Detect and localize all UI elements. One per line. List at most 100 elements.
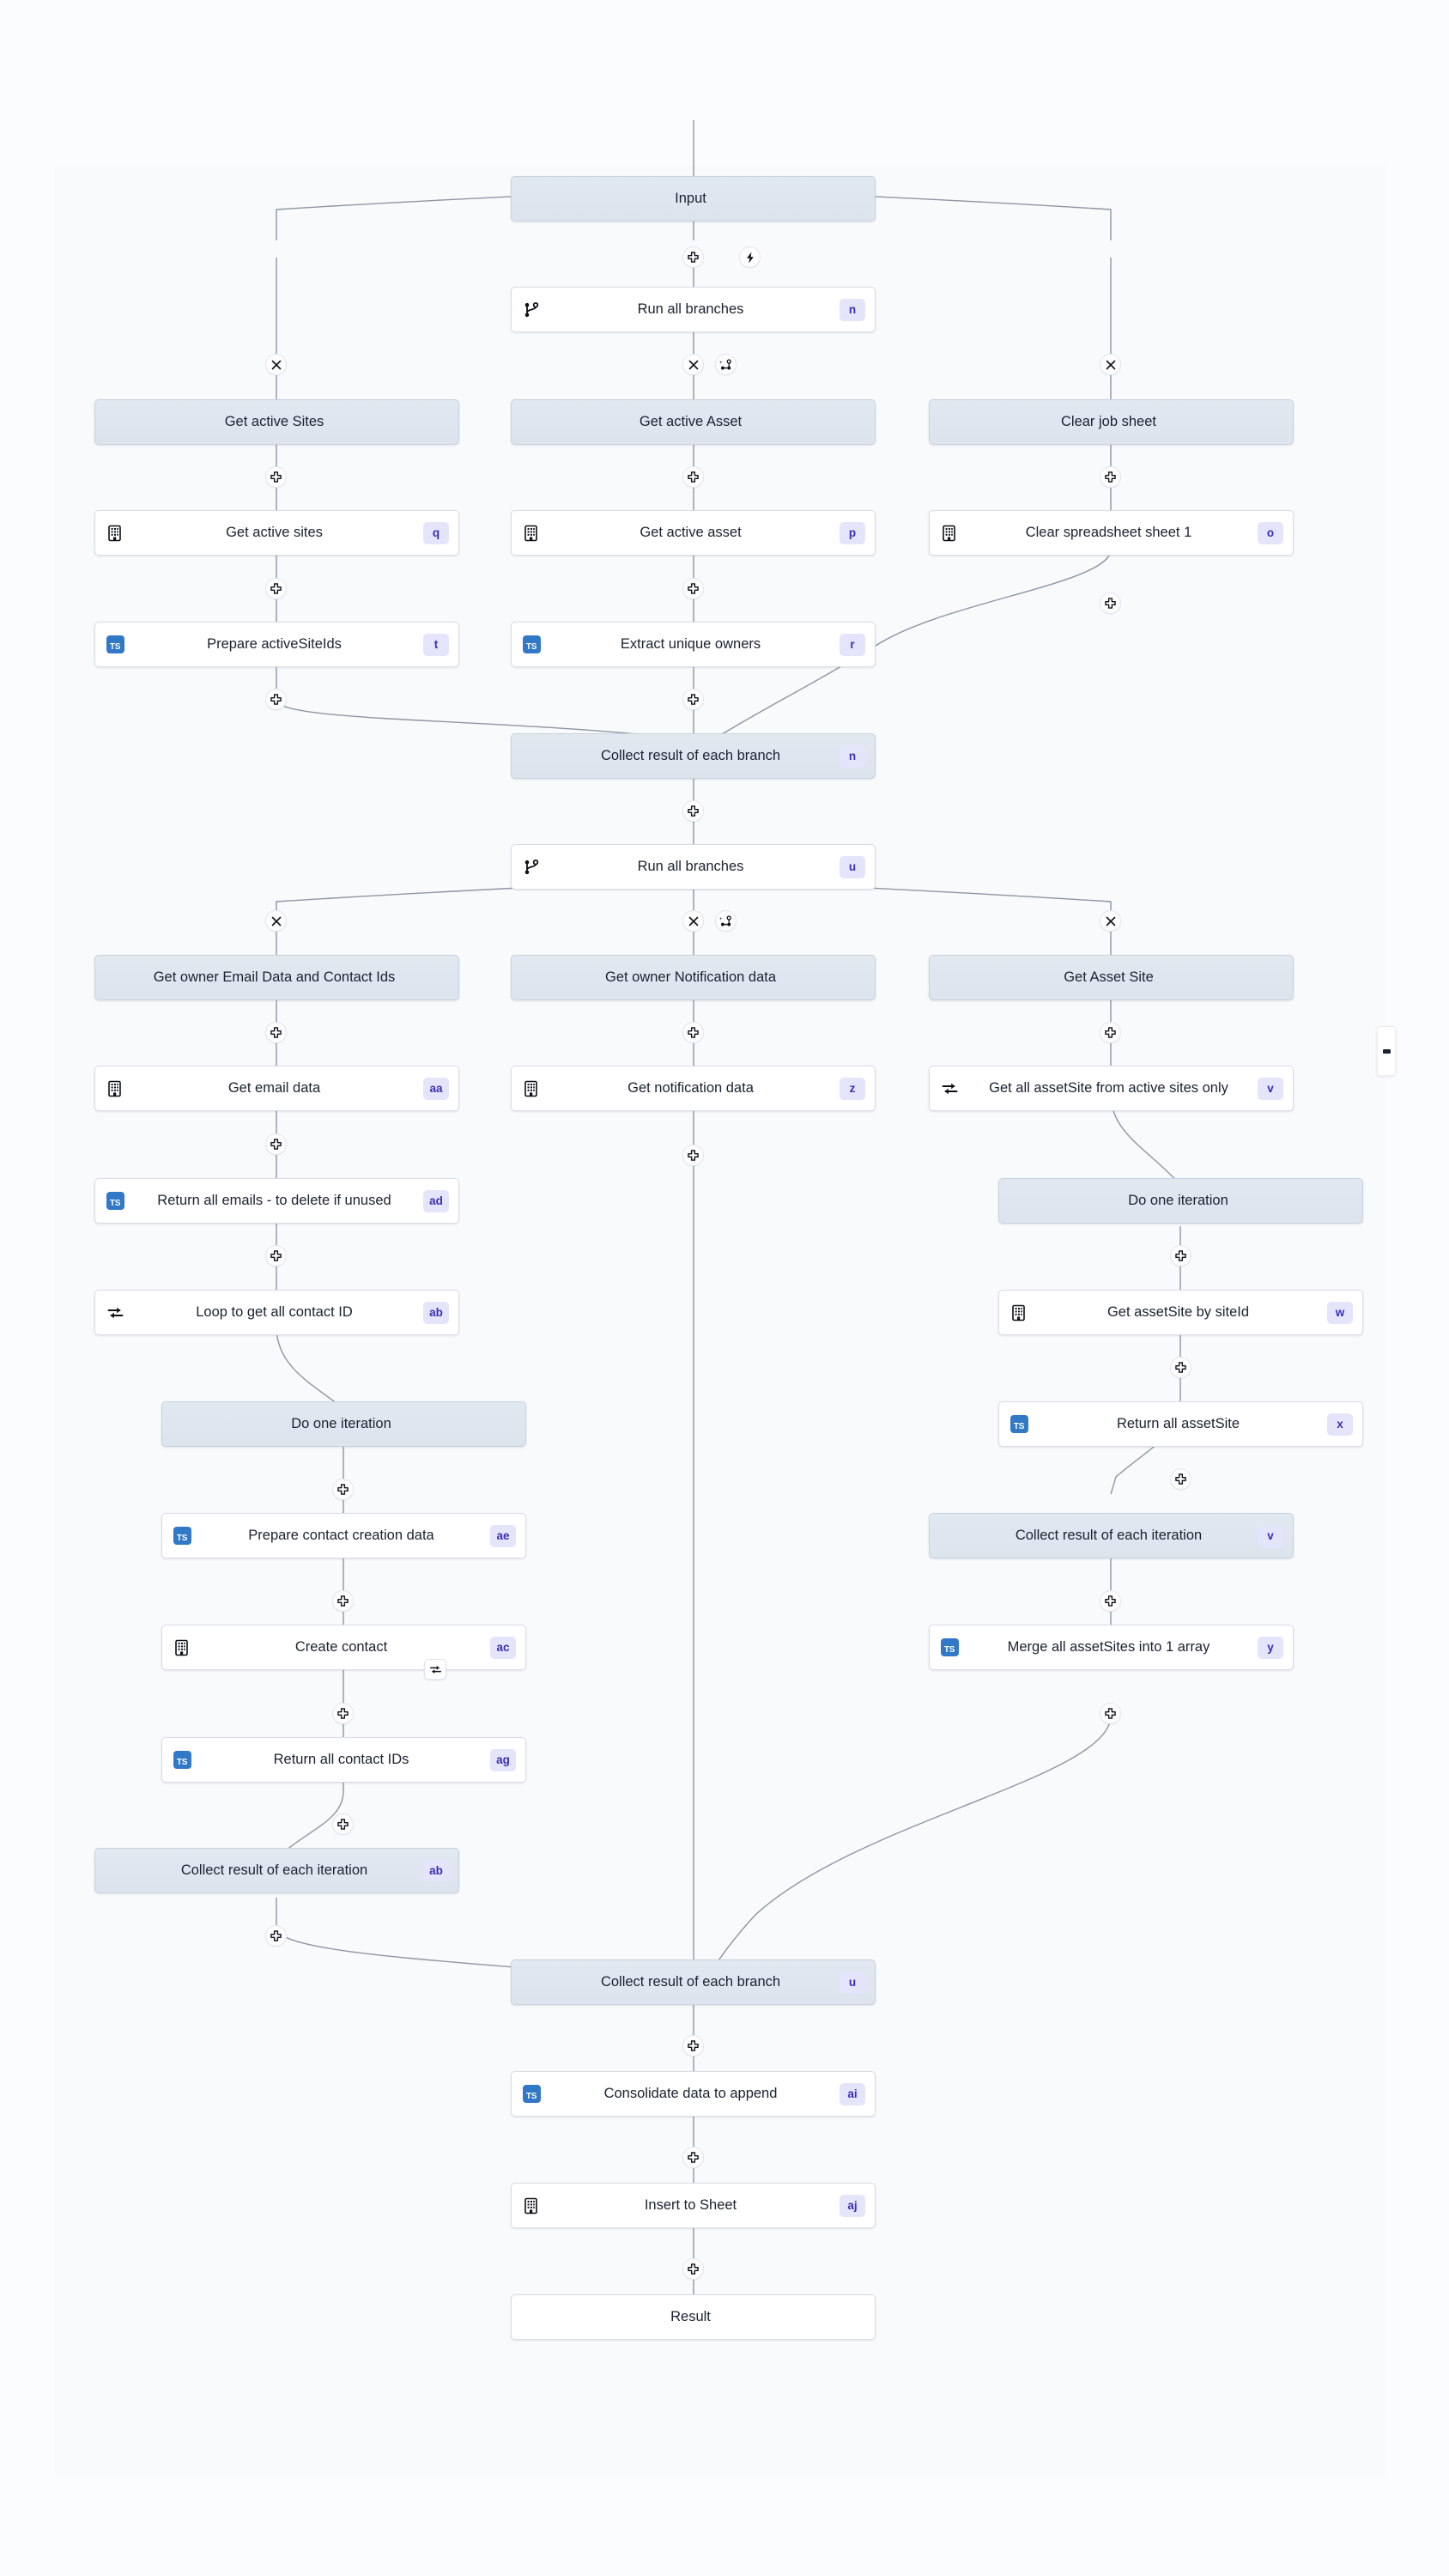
add-step-button[interactable] — [682, 689, 704, 710]
add-step-button[interactable] — [265, 1133, 287, 1155]
add-step-button[interactable] — [265, 1925, 287, 1947]
node-badge-slot: ab — [414, 1301, 458, 1324]
node-run-all-branches-1[interactable]: Run all branches n — [511, 287, 876, 332]
node-group-get-active-asset[interactable]: Get active Asset — [511, 399, 876, 445]
node-label: Get assetSite by siteId — [1106, 1304, 1250, 1320]
remove-branch-button-1[interactable] — [265, 354, 287, 375]
node-label: Get owner Notification data — [604, 969, 777, 985]
node-prepare-active-site-ids[interactable]: TS Prepare activeSiteIds t — [94, 622, 459, 667]
remove-branch-button-4[interactable] — [265, 910, 287, 932]
node-return-all-contact-ids[interactable]: TS Return all contact IDs ag — [161, 1737, 526, 1783]
node-collect-result-iteration-left[interactable]: Collect result of each iteration ab — [94, 1848, 459, 1893]
typescript-icon: TS — [95, 1192, 135, 1210]
node-consolidate-data-to-append[interactable]: TS Consolidate data to append ai — [511, 2071, 876, 2117]
node-badge-slot: v — [1248, 1524, 1293, 1547]
add-step-button[interactable] — [265, 578, 287, 599]
add-step-button[interactable] — [1170, 1245, 1191, 1267]
node-group-get-asset-site[interactable]: Get Asset Site — [929, 955, 1294, 1000]
trigger-lightning-button[interactable] — [739, 246, 761, 268]
node-get-active-asset[interactable]: Get active asset p — [511, 510, 876, 556]
add-step-button[interactable] — [1170, 1357, 1191, 1378]
node-do-one-iteration-left[interactable]: Do one iteration — [161, 1401, 526, 1447]
node-badge: o — [1258, 521, 1283, 544]
canvas-collapse-handle[interactable] — [1377, 1026, 1396, 1076]
remove-branch-button-5[interactable] — [682, 910, 704, 932]
node-badge: aa — [423, 1077, 449, 1100]
node-label: Get active Asset — [639, 414, 743, 429]
node-label: Do one iteration — [1128, 1193, 1228, 1208]
node-collect-result-branch-1[interactable]: Collect result of each branch n — [511, 733, 876, 779]
add-step-button[interactable] — [682, 246, 704, 268]
node-group-owner-notification-data[interactable]: Get owner Notification data — [511, 955, 876, 1000]
add-step-button[interactable] — [682, 1145, 704, 1166]
node-group-get-active-sites[interactable]: Get active Sites — [94, 399, 459, 445]
add-step-button[interactable] — [332, 1590, 354, 1612]
node-label: Get all assetSite from active sites only — [989, 1080, 1228, 1096]
add-step-button[interactable] — [265, 1245, 287, 1267]
node-label: Collect result of each branch — [600, 748, 781, 763]
app-icon — [999, 1304, 1039, 1321]
node-create-contact[interactable]: Create contact ac — [161, 1625, 526, 1670]
add-step-button[interactable] — [332, 1814, 354, 1835]
add-step-button[interactable] — [682, 578, 704, 599]
node-group-owner-email-contact-ids[interactable]: Get owner Email Data and Contact Ids — [94, 955, 459, 1000]
node-get-active-sites[interactable]: Get active sites q — [94, 510, 459, 556]
add-step-button[interactable] — [1100, 592, 1121, 614]
node-get-notification-data[interactable]: Get notification data z — [511, 1066, 876, 1111]
remove-branch-button-3[interactable] — [1100, 354, 1121, 375]
add-step-button[interactable] — [265, 1022, 287, 1043]
node-run-all-branches-2[interactable]: Run all branches u — [511, 844, 876, 890]
node-do-one-iteration-right[interactable]: Do one iteration — [998, 1178, 1363, 1224]
add-step-button[interactable] — [1170, 1468, 1191, 1490]
add-step-button[interactable] — [265, 689, 287, 710]
node-merge-all-assetsites[interactable]: TS Merge all assetSites into 1 array y — [929, 1625, 1294, 1670]
node-get-all-assetsite[interactable]: Get all assetSite from active sites only… — [929, 1066, 1294, 1111]
app-icon — [512, 525, 551, 542]
add-step-button[interactable] — [682, 1022, 704, 1043]
collapse-handle-icon — [1382, 1048, 1391, 1054]
node-label: Get active asset — [640, 525, 742, 540]
add-branch-button-1[interactable]: + — [715, 354, 737, 375]
add-step-button[interactable] — [265, 466, 287, 488]
add-step-button[interactable] — [682, 2035, 704, 2057]
add-step-button[interactable] — [1100, 466, 1121, 488]
node-result[interactable]: Result — [511, 2294, 876, 2340]
node-input[interactable]: Input — [511, 176, 876, 222]
node-clear-spreadsheet-sheet-1[interactable]: Clear spreadsheet sheet 1 o — [929, 510, 1294, 556]
add-step-button[interactable] — [332, 1479, 354, 1500]
add-step-button[interactable] — [682, 2258, 704, 2280]
add-branch-button-2[interactable]: + — [715, 910, 737, 932]
branch-icon — [512, 859, 551, 876]
node-label: Prepare activeSiteIds — [207, 636, 342, 652]
remove-branch-button-6[interactable] — [1100, 910, 1121, 932]
node-insert-to-sheet[interactable]: Insert to Sheet aj — [511, 2183, 876, 2228]
node-badge-slot: ai — [830, 2082, 875, 2105]
node-get-email-data[interactable]: Get email data aa — [94, 1066, 459, 1111]
add-step-button[interactable] — [682, 800, 704, 822]
remove-branch-button-2[interactable] — [682, 354, 704, 375]
node-extract-unique-owners[interactable]: TS Extract unique owners r — [511, 622, 876, 667]
add-step-button[interactable] — [1100, 1590, 1121, 1612]
node-get-assetsite-by-siteid[interactable]: Get assetSite by siteId w — [998, 1290, 1363, 1335]
node-collect-result-iteration-right[interactable]: Collect result of each iteration v — [929, 1513, 1294, 1558]
node-prepare-contact-creation-data[interactable]: TS Prepare contact creation data ae — [161, 1513, 526, 1558]
add-step-button[interactable] — [682, 2147, 704, 2168]
node-loop-get-all-contact-id[interactable]: Loop to get all contact ID ab — [94, 1290, 459, 1335]
retry-loop-icon[interactable] — [424, 1659, 446, 1680]
add-step-button[interactable] — [682, 466, 704, 488]
node-badge-slot: q — [414, 521, 458, 544]
node-label: Consolidate data to append — [603, 2086, 778, 2101]
add-step-button[interactable] — [1100, 1022, 1121, 1043]
node-badge-slot: n — [830, 298, 875, 321]
node-group-clear-job-sheet[interactable]: Clear job sheet — [929, 399, 1294, 445]
add-step-button[interactable] — [332, 1703, 354, 1724]
node-badge: ab — [423, 1859, 449, 1882]
node-badge-slot: p — [830, 521, 875, 544]
node-return-all-emails[interactable]: TS Return all emails - to delete if unus… — [94, 1178, 459, 1224]
add-step-button[interactable] — [1100, 1703, 1121, 1724]
node-return-all-assetsite[interactable]: TS Return all assetSite x — [998, 1401, 1363, 1447]
node-collect-result-branch-2[interactable]: Collect result of each branch u — [511, 1959, 876, 2005]
typescript-icon: TS — [999, 1415, 1039, 1433]
svg-text:+: + — [719, 360, 723, 365]
